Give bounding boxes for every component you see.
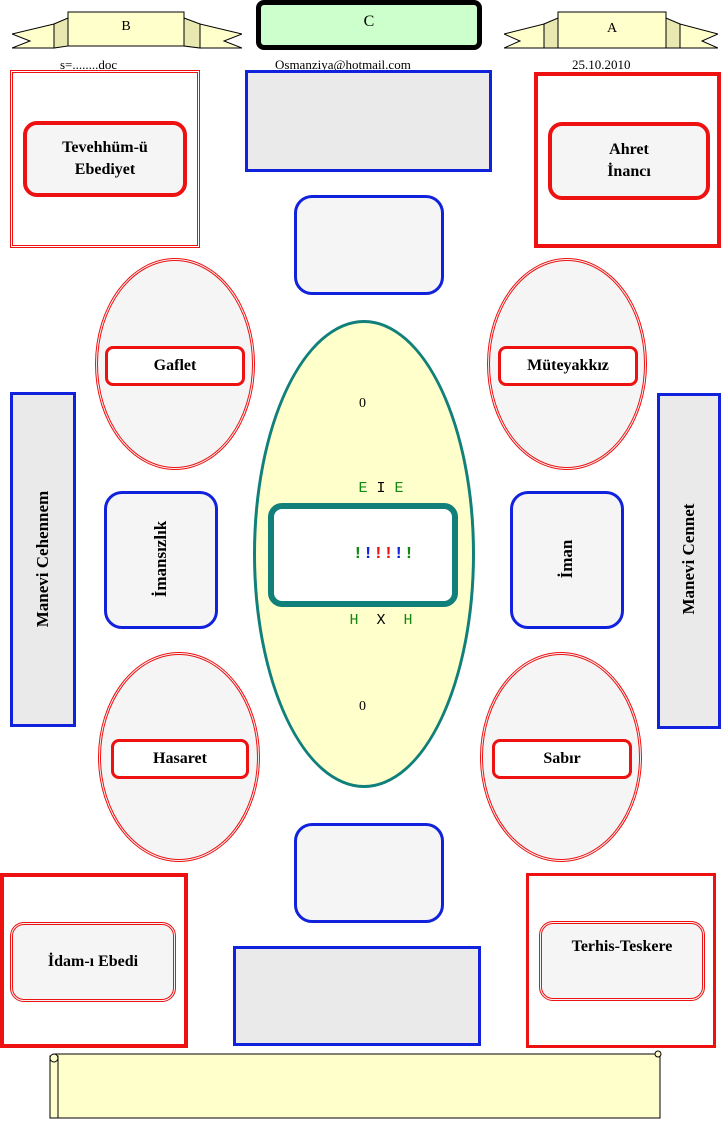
formula-row-middle: !!!!!! xyxy=(312,522,414,588)
formula-x: X xyxy=(376,612,386,629)
exclaim-1: ! xyxy=(352,545,363,564)
header-box-c: C xyxy=(256,0,482,50)
top-rounded-box xyxy=(294,195,444,295)
ribbon-label-b: B xyxy=(121,19,131,34)
ellipse-lower-right: Sabır xyxy=(480,652,642,862)
corner-label-line2: Ebediyet xyxy=(74,161,136,178)
center-bottom-value: 0 xyxy=(359,699,366,714)
imansizlik-label: İmansızlık xyxy=(151,520,170,598)
idam-label: İdam-ı Ebedi xyxy=(47,953,139,970)
ellipse-label-box: Hasaret xyxy=(111,739,249,779)
bottom-rounded-box xyxy=(294,823,444,923)
formula-h-right: H xyxy=(403,612,413,629)
terhis-label: Terhis-Teskere xyxy=(571,938,673,955)
ellipse-label-box: Sabır xyxy=(492,739,632,779)
corner-label-box-bottom-left: İdam-ı Ebedi xyxy=(10,922,176,1002)
filename-text: s=........doc xyxy=(60,57,118,72)
ribbon-label-a: A xyxy=(606,21,618,36)
ribbon-banner-b: B xyxy=(12,8,242,52)
corner-label-line1: Ahret xyxy=(609,141,649,158)
formula-row-bottom: H X H xyxy=(313,588,412,654)
ellipse-lower-left: Hasaret xyxy=(98,652,260,862)
bottom-gray-panel xyxy=(233,946,481,1046)
email-text: Osmanziya@hotmail.com xyxy=(275,57,411,72)
right-outer-panel: Manevi Cennet xyxy=(657,393,721,729)
corner-label-box-top-right: Ahret İnancı xyxy=(548,122,710,200)
exclaim-6: ! xyxy=(403,545,415,564)
ribbon-banner-a: A xyxy=(504,8,718,52)
top-gray-panel xyxy=(245,70,492,172)
exclaim-4: ! xyxy=(383,545,394,564)
exclaim-3: ! xyxy=(373,545,384,564)
header-box-label: C xyxy=(363,13,375,30)
hasaret-label: Hasaret xyxy=(153,750,207,767)
bottom-scroll-banner xyxy=(46,1050,666,1120)
corner-frame-bottom-left: İdam-ı Ebedi xyxy=(0,873,188,1048)
exclaim-2: ! xyxy=(363,545,374,564)
ellipse-upper-right: Müteyakkız xyxy=(487,258,647,470)
scroll-shape xyxy=(49,1050,662,1119)
manevi-cennet-label: Manevi Cennet xyxy=(679,503,698,615)
ribbon-shape xyxy=(12,11,242,49)
left-outer-panel: Manevi Cehennem xyxy=(10,392,76,727)
corner-frame-top-right: Ahret İnancı xyxy=(534,72,721,248)
gaflet-label: Gaflet xyxy=(153,357,197,374)
formula-h-left: H xyxy=(349,612,359,629)
corner-frame-top-left: Tevehhüm-ü Ebediyet xyxy=(10,70,200,248)
formula-e-right: E xyxy=(394,480,404,497)
formula-e-left: E xyxy=(358,480,368,497)
ellipse-label-box: Gaflet xyxy=(105,346,245,386)
corner-frame-bottom-right: Terhis-Teskere xyxy=(526,873,716,1048)
corner-label-box-top-left: Tevehhüm-ü Ebediyet xyxy=(23,121,187,197)
ellipse-label-box: Müteyakkız xyxy=(498,346,638,386)
formula-row-top: E I E xyxy=(322,456,403,522)
corner-label-box-bottom-right: Terhis-Teskere xyxy=(539,921,705,1001)
ribbon-shape xyxy=(504,11,718,49)
manevi-cehennem-label: Manevi Cehennem xyxy=(33,490,52,628)
date-text: 25.10.2010 xyxy=(572,57,631,72)
right-inner-box: İman xyxy=(510,491,624,629)
formula-i: I xyxy=(376,480,386,497)
corner-label-line2: İnancı xyxy=(607,163,651,180)
ellipse-upper-left: Gaflet xyxy=(95,258,255,470)
muteyakkiz-label: Müteyakkız xyxy=(527,357,609,374)
center-formula-box: E I E !!!!!! H X H xyxy=(268,480,458,629)
left-inner-box: İmansızlık xyxy=(104,491,218,629)
sabir-label: Sabır xyxy=(543,750,581,767)
corner-label-line1: Tevehhüm-ü xyxy=(62,139,148,156)
center-top-value: 0 xyxy=(359,396,366,411)
exclaim-5: ! xyxy=(393,545,404,564)
iman-label: İman xyxy=(557,539,576,579)
